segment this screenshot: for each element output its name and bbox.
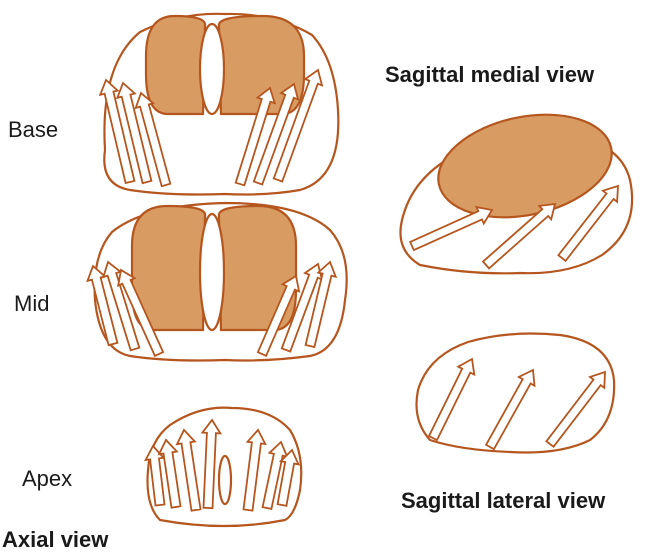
mid-urethra: [200, 214, 224, 330]
label-base: Base: [8, 117, 58, 143]
label-sagittal-lateral-view: Sagittal lateral view: [401, 488, 605, 514]
label-sagittal-medial-view: Sagittal medial view: [385, 62, 594, 88]
base-left-lobe: [146, 16, 205, 114]
base-urethra: [200, 24, 224, 114]
label-apex: Apex: [22, 466, 72, 492]
label-mid: Mid: [14, 291, 49, 317]
apex-urethra: [219, 456, 231, 504]
label-axial-view: Axial view: [2, 527, 108, 553]
